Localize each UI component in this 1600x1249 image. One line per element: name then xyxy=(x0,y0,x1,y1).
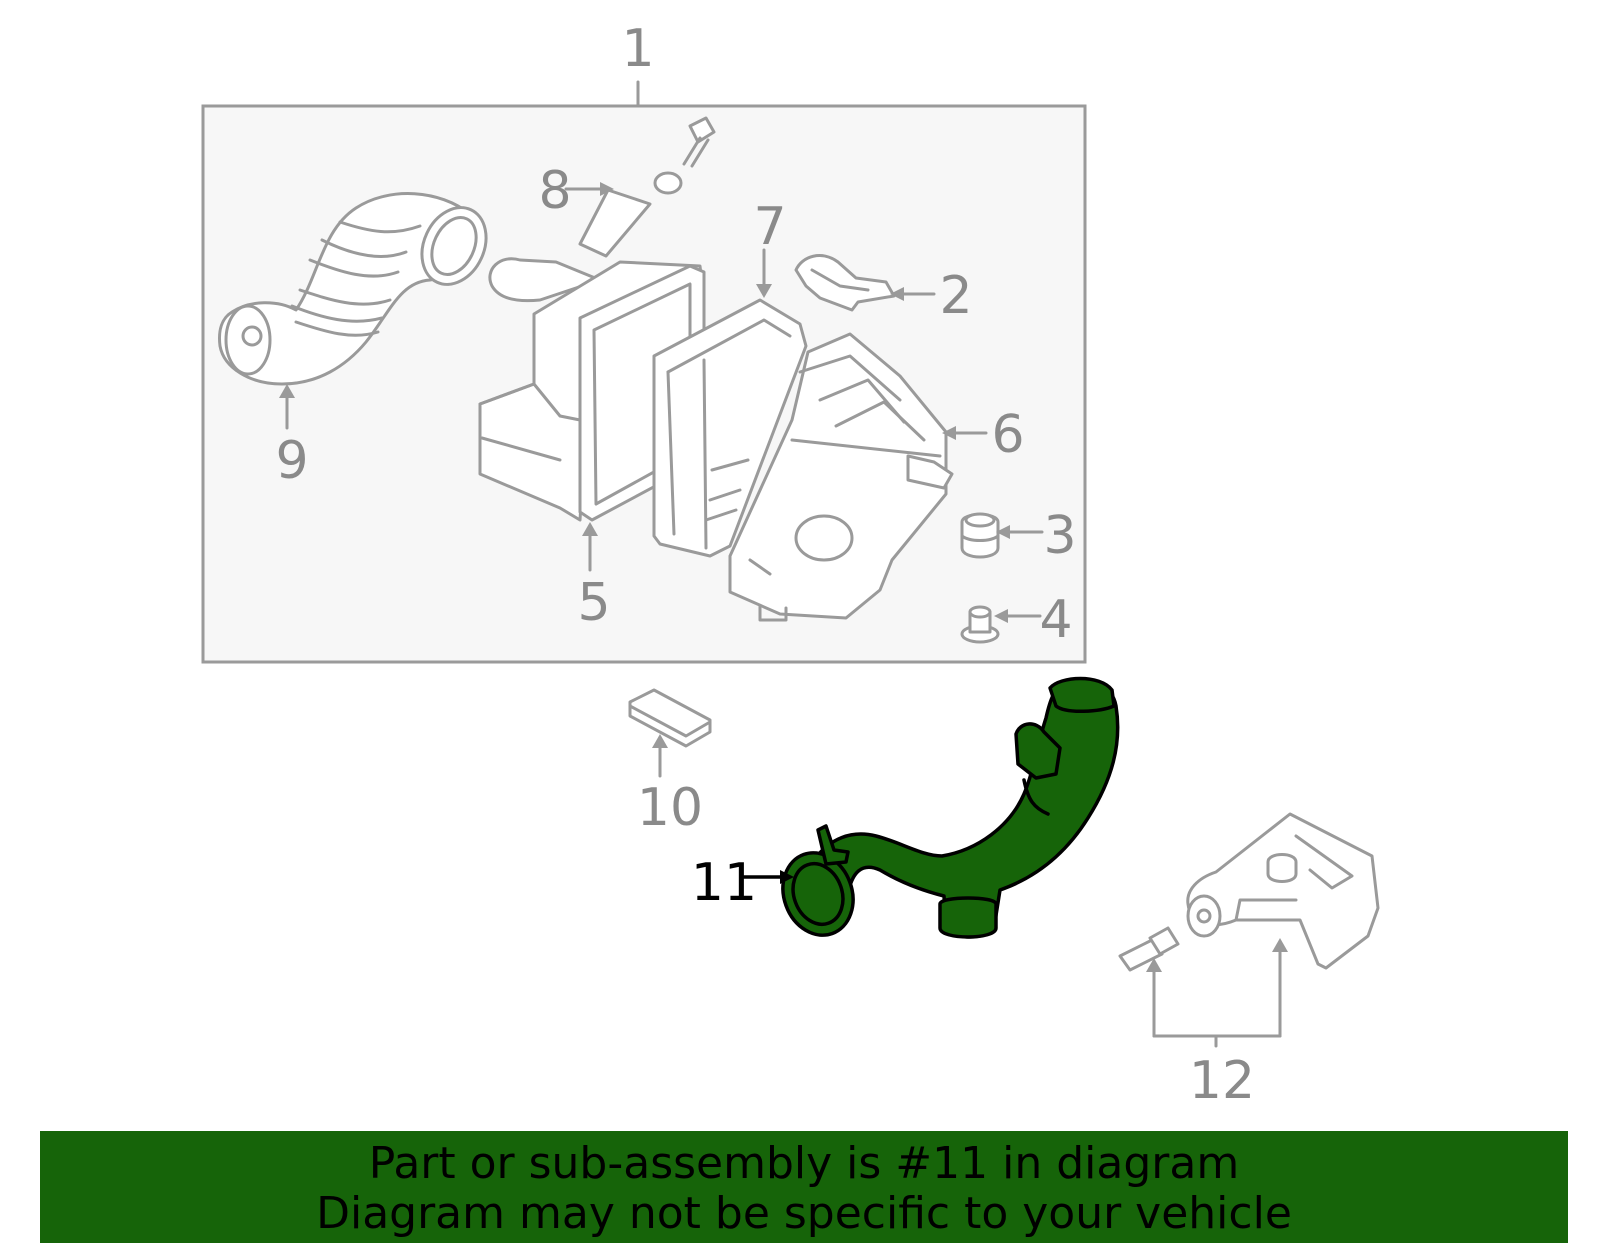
part-5-lower-housing[interactable] xyxy=(478,257,706,522)
callout-7[interactable]: 7 xyxy=(753,197,786,257)
part-10-pad[interactable] xyxy=(628,688,712,748)
callout-2[interactable]: 2 xyxy=(939,266,972,326)
part-11-intake-duct[interactable] xyxy=(772,676,1120,946)
part-6-housing-cover[interactable] xyxy=(728,332,954,622)
part-2-clip[interactable] xyxy=(794,254,896,312)
callout-6[interactable]: 6 xyxy=(991,405,1024,465)
banner-line-2: Diagram may not be specific to your vehi… xyxy=(316,1188,1292,1239)
callout-11[interactable]: 11 xyxy=(691,853,757,913)
callout-10[interactable]: 10 xyxy=(637,778,703,838)
part-8-sensor[interactable] xyxy=(578,116,716,258)
callout-8[interactable]: 8 xyxy=(538,161,571,221)
part-9-intake-hose[interactable] xyxy=(218,192,499,386)
callout-1[interactable]: 1 xyxy=(621,19,654,79)
callout-5[interactable]: 5 xyxy=(577,573,610,633)
callout-9[interactable]: 9 xyxy=(275,431,308,491)
part-7-filter-element[interactable] xyxy=(652,298,808,558)
part-3-grommet[interactable] xyxy=(960,512,1000,559)
callout-4[interactable]: 4 xyxy=(1039,590,1072,650)
callout-3[interactable]: 3 xyxy=(1043,506,1076,566)
callout-12[interactable]: 12 xyxy=(1189,1051,1255,1111)
part-4-push-pin[interactable] xyxy=(960,605,1000,644)
banner-line-1: Part or sub-assembly is #11 in diagram xyxy=(368,1138,1240,1189)
part-12-resonator[interactable] xyxy=(1118,812,1380,972)
info-banner: Part or sub-assembly is #11 in diagram D… xyxy=(40,1131,1568,1243)
